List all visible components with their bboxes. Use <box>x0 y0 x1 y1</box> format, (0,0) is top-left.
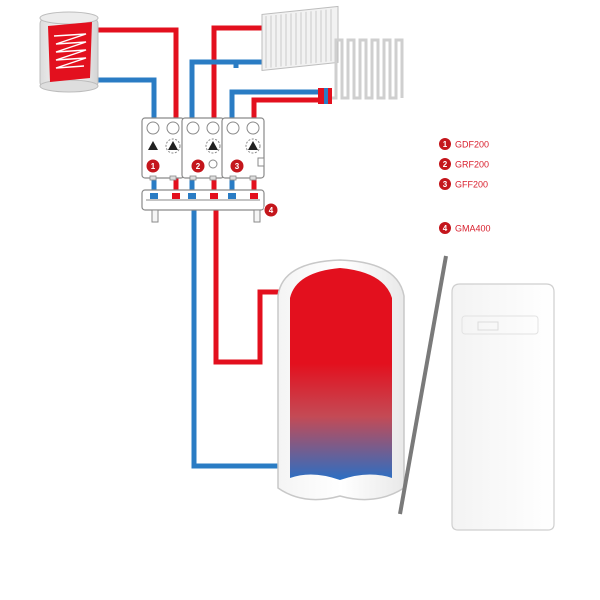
legend-label: GRF200 <box>455 160 489 170</box>
diagram-badges: 1 2 3 4 <box>145 158 279 218</box>
manifold-port <box>172 193 180 199</box>
manifold-gma400 <box>141 189 265 223</box>
badge-number: 4 <box>443 224 448 233</box>
pipe-tank-return <box>191 210 284 469</box>
diagram-badge-4: 4 <box>263 202 279 218</box>
pipe-radiator-return-3 <box>189 59 268 118</box>
pipe-solar-flow <box>92 27 179 118</box>
pipe-floor-return <box>229 89 318 118</box>
gauge-icon <box>186 121 200 135</box>
pump-triangle-icon <box>148 141 158 150</box>
gauge-icon <box>146 121 160 135</box>
boiler-unit <box>451 283 555 531</box>
tank-water <box>290 268 392 480</box>
badge-number: 2 <box>443 160 448 169</box>
diagram-badge-3: 3 <box>229 158 245 174</box>
underfloor-heating <box>318 38 404 104</box>
badge-number: 1 <box>151 162 156 171</box>
manifold-port <box>150 193 158 199</box>
gauge-icon <box>226 121 240 135</box>
badge-number: 2 <box>196 162 201 171</box>
manifold-port <box>250 193 258 199</box>
pipe-tank-flow <box>213 210 284 365</box>
floor-coil <box>332 38 404 100</box>
legend-label: GDF200 <box>455 140 489 150</box>
legend-item: 4 GMA400 <box>438 221 491 235</box>
legend-label: GMA400 <box>455 224 491 234</box>
pipe-solar-return <box>92 77 157 118</box>
pump-triangle-icon <box>248 141 258 150</box>
legend-label: GFF200 <box>455 180 488 190</box>
legend-item: 2 GRF200 <box>438 157 489 171</box>
pump-group-gff200 <box>221 117 265 181</box>
manifold-port <box>188 193 196 199</box>
boiler-display-icon <box>477 321 499 331</box>
pipe-floor-flow <box>251 97 318 118</box>
badge-number: 4 <box>269 206 274 215</box>
badge-number: 1 <box>443 140 448 149</box>
legend-badge-3: 3 <box>438 177 452 191</box>
collector-coil <box>53 33 87 69</box>
pump-triangle-icon <box>208 141 218 150</box>
gauge-icon <box>206 121 220 135</box>
boiler-control-panel <box>461 315 539 335</box>
legend: 1 GDF200 2 GRF200 3 GFF200 4 GMA400 <box>438 137 491 235</box>
collector-heat-panel <box>48 22 92 82</box>
valve-icon <box>257 157 265 167</box>
radiator <box>261 5 339 72</box>
legend-item: 3 GFF200 <box>438 177 488 191</box>
badge-number: 3 <box>443 180 448 189</box>
badge-number: 3 <box>235 162 240 171</box>
diagram-badge-1: 1 <box>145 158 161 174</box>
manifold-port <box>210 193 218 199</box>
legend-item: 1 GDF200 <box>438 137 489 151</box>
pump-triangle-icon <box>168 141 178 150</box>
pipe-radiator-flow <box>211 25 268 118</box>
divider-line <box>398 255 448 515</box>
gauge-icon <box>246 121 260 135</box>
diagram-badge-2: 2 <box>190 158 206 174</box>
legend-badge-4: 4 <box>438 221 452 235</box>
legend-badge-1: 1 <box>438 137 452 151</box>
solar-collector <box>39 11 99 93</box>
mixer-symbol-icon <box>208 159 218 169</box>
manifold-port <box>228 193 236 199</box>
gauge-icon <box>166 121 180 135</box>
legend-badge-2: 2 <box>438 157 452 171</box>
storage-tank <box>277 259 405 501</box>
